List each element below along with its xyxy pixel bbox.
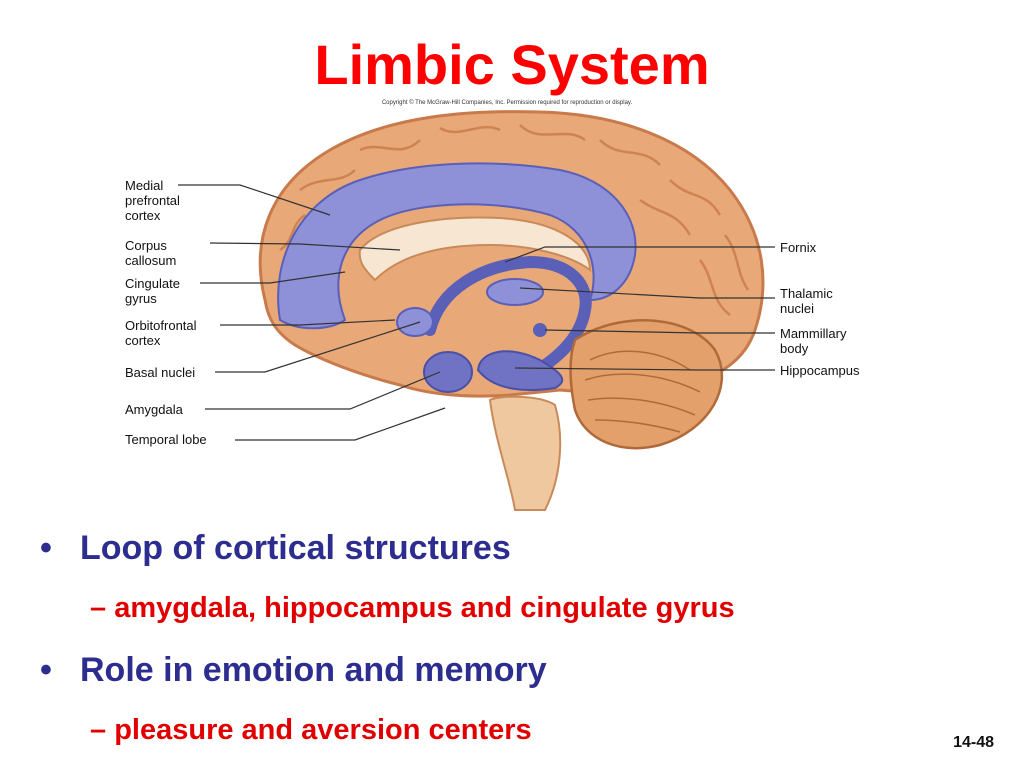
hippocampus-shape: [476, 350, 564, 392]
label-temporal-lobe: Temporal lobe: [125, 432, 207, 447]
label-medial-prefrontal-cortex: Medial prefrontal cortex: [125, 178, 180, 223]
label-mammillary-body: Mammillary body: [780, 326, 847, 356]
cerebellum-folia: [584, 350, 701, 433]
gyri-texture: [279, 124, 750, 316]
amygdala-shape: [423, 351, 473, 393]
sub-bullet-dash: –: [90, 592, 107, 624]
sub-bullet-dash: –: [90, 714, 107, 746]
bullet-text: Role in emotion and memory: [80, 651, 547, 689]
slide-title: Limbic System: [314, 33, 710, 96]
cerebellum: [569, 319, 724, 450]
corpus-callosum-shape: [358, 216, 592, 282]
thalamic-nuclei-shape: [486, 278, 544, 306]
left-leader-lines: [178, 184, 446, 441]
sub-bullet-text: amygdala, hippocampus and cingulate gyru…: [114, 592, 735, 624]
right-leader-lines: [504, 246, 775, 371]
brainstem: [488, 395, 562, 511]
sub-bullet-text: pleasure and aversion centers: [114, 714, 532, 746]
label-corpus-callosum: Corpus callosum: [125, 238, 177, 268]
bullet-marker: •: [40, 651, 52, 689]
label-fornix: Fornix: [780, 240, 817, 255]
label-thalamic-nuclei: Thalamic nuclei: [780, 286, 833, 316]
sub-bullet-item: – pleasure and aversion centers: [90, 712, 532, 748]
bullet-item: • Loop of cortical structures: [40, 528, 511, 568]
label-cingulate-gyrus: Cingulate gyrus: [125, 276, 180, 306]
slide-number: 14-48: [953, 734, 994, 751]
bullet-text: Loop of cortical structures: [80, 529, 511, 567]
sub-bullet-item: – amygdala, hippocampus and cingulate gy…: [90, 590, 735, 626]
brain-diagram: [178, 110, 775, 511]
mammillary-body-shape: [533, 323, 547, 337]
label-orbitofrontal-cortex: Orbitofrontal cortex: [125, 318, 197, 348]
bullet-item: • Role in emotion and memory: [40, 650, 547, 690]
cingulate-band: [277, 162, 637, 330]
orbitofrontal-shape: [396, 307, 434, 337]
label-amygdala: Amygdala: [125, 402, 183, 417]
label-basal-nuclei: Basal nuclei: [125, 365, 196, 380]
label-hippocampus: Hippocampus: [780, 363, 860, 378]
copyright-notice: Copyright © The McGraw-Hill Companies, I…: [381, 100, 633, 106]
fornix-arc: [424, 255, 592, 381]
bullet-marker: •: [40, 529, 52, 567]
